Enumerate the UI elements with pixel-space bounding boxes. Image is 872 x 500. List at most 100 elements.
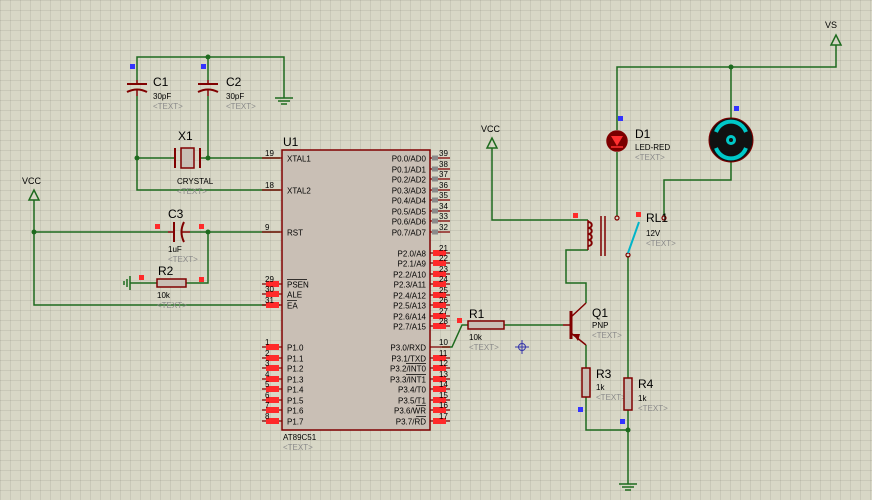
- wire-vcc-ea: [34, 200, 280, 305]
- x1-value: CRYSTAL: [177, 177, 214, 186]
- pin-name: P1.7: [287, 418, 304, 427]
- pin-number: 6: [265, 391, 270, 400]
- q1-text: <TEXT>: [592, 331, 622, 340]
- capacitor-c2[interactable]: C2 30pF <TEXT>: [198, 64, 256, 111]
- pin-name: P3.4/T0: [398, 386, 427, 395]
- pin-name: P2.6/A14: [393, 313, 426, 322]
- pin-number: 22: [439, 254, 448, 263]
- transistor-q1[interactable]: Q1 PNP <TEXT>: [563, 303, 622, 345]
- pin-number: 32: [439, 223, 448, 232]
- pin-name: P2.7/A15: [393, 323, 426, 332]
- pin-name: P0.4/AD4: [392, 197, 427, 206]
- pin-number: 36: [439, 181, 448, 190]
- r2-text: <TEXT>: [157, 301, 187, 310]
- pin-number: 4: [265, 370, 270, 379]
- r1-value: 10k: [469, 333, 483, 342]
- pin-name: P1.1: [287, 355, 304, 364]
- pin-name: P0.6/AD6: [392, 218, 427, 227]
- ground-symbol-r2: [124, 276, 130, 290]
- u1-ref: U1: [283, 135, 299, 149]
- pin-number: 3: [265, 359, 270, 368]
- pin-number: 12: [439, 359, 448, 368]
- pin-number: 14: [439, 380, 448, 389]
- r2-value: 10k: [157, 291, 171, 300]
- c1-value: 30pF: [153, 92, 171, 101]
- resistor-r2[interactable]: R2 10k <TEXT>: [139, 264, 204, 310]
- pin-name: XTAL1: [287, 155, 311, 164]
- microcontroller-u1[interactable]: U1 AT89C51 <TEXT> 19XTAL118XTAL29RST29PS…: [262, 135, 450, 452]
- vs-terminal[interactable]: VS: [825, 20, 841, 45]
- c2-ref: C2: [226, 75, 242, 89]
- c3-text: <TEXT>: [168, 255, 198, 264]
- d1-text: <TEXT>: [635, 153, 665, 162]
- vcc-terminal-mid[interactable]: VCC: [481, 124, 501, 148]
- pin-name: P3.1/TXD: [391, 355, 426, 364]
- ground-symbol-top: [275, 98, 293, 104]
- pin-name: P3.7/RD: [396, 418, 426, 427]
- r4-text: <TEXT>: [638, 404, 668, 413]
- pin-name: P1.2: [287, 365, 304, 374]
- u1-value: AT89C51: [283, 433, 317, 442]
- pin-number: 1: [265, 338, 270, 347]
- pin-number: 17: [439, 412, 448, 421]
- pin-name: P1.6: [287, 407, 304, 416]
- pin-number: 25: [439, 286, 448, 295]
- pin-name: P0.5/AD5: [392, 208, 427, 217]
- pin-number: 9: [265, 223, 270, 232]
- resistor-r3[interactable]: R3 1k <TEXT>: [578, 367, 626, 412]
- q1-value: PNP: [592, 321, 608, 330]
- resistor-r1[interactable]: R1 10k <TEXT>: [457, 307, 504, 352]
- pin-marker: [620, 419, 625, 424]
- x1-text: <TEXT>: [177, 187, 207, 196]
- pin-marker: [573, 213, 578, 218]
- capacitor-c1[interactable]: C1 30pF <TEXT>: [127, 64, 183, 111]
- pin-marker: [199, 277, 204, 282]
- pin-marker: [578, 407, 583, 412]
- relay-rl1[interactable]: RL1 12V <TEXT>: [573, 211, 676, 257]
- pin-number: 7: [265, 401, 270, 410]
- pin-marker: [457, 318, 462, 323]
- pin-number: 39: [439, 149, 448, 158]
- pin-number: 23: [439, 265, 448, 274]
- pin-name: P0.3/AD3: [392, 187, 427, 196]
- pin-number: 10: [439, 338, 448, 347]
- pin-marker: [155, 224, 160, 229]
- pin-marker: [636, 212, 641, 217]
- pin-name: P2.3/A11: [394, 281, 427, 290]
- u1-text: <TEXT>: [283, 443, 313, 452]
- d1-ref: D1: [635, 127, 651, 141]
- c3-value: 1uF: [168, 245, 182, 254]
- pin-number: 19: [265, 149, 274, 158]
- wire-motor-relay: [664, 162, 731, 216]
- pin-name: EA: [287, 302, 298, 311]
- r4-ref: R4: [638, 377, 654, 391]
- pin-name: P2.2/A10: [393, 271, 426, 280]
- r3-ref: R3: [596, 367, 612, 381]
- x1-ref: X1: [178, 129, 193, 143]
- pin-name: P0.1/AD1: [392, 166, 427, 175]
- pin-name: RST: [287, 229, 303, 238]
- rl1-value: 12V: [646, 229, 661, 238]
- r3-text: <TEXT>: [596, 393, 626, 402]
- pin-name: P2.4/A12: [393, 292, 426, 301]
- vcc-terminal-left[interactable]: VCC: [22, 176, 42, 200]
- u1-pins-right: 39P0.0/AD038P0.1/AD137P0.2/AD236P0.3/AD3…: [390, 149, 450, 427]
- pin-number: 37: [439, 170, 448, 179]
- wire-vs: [617, 45, 836, 130]
- pin-name: P1.4: [287, 386, 304, 395]
- capacitor-c3[interactable]: C3 1uF <TEXT>: [155, 207, 204, 264]
- pin-stub: [432, 156, 438, 161]
- pin-number: 16: [439, 401, 448, 410]
- pin-name: P3.0/RXD: [390, 344, 426, 353]
- pin-number: 28: [439, 317, 448, 326]
- resistor-r4[interactable]: R4 1k <TEXT>: [620, 377, 668, 424]
- pin-stub: [432, 209, 438, 214]
- wire-coil-q1: [566, 250, 588, 303]
- pin-name: P2.0/A8: [398, 250, 427, 259]
- pin-name: P2.1/A9: [398, 260, 427, 269]
- r2-ref: R2: [158, 264, 174, 278]
- pin-number: 15: [439, 391, 448, 400]
- pin-name: ALE: [287, 291, 302, 300]
- c2-value: 30pF: [226, 92, 244, 101]
